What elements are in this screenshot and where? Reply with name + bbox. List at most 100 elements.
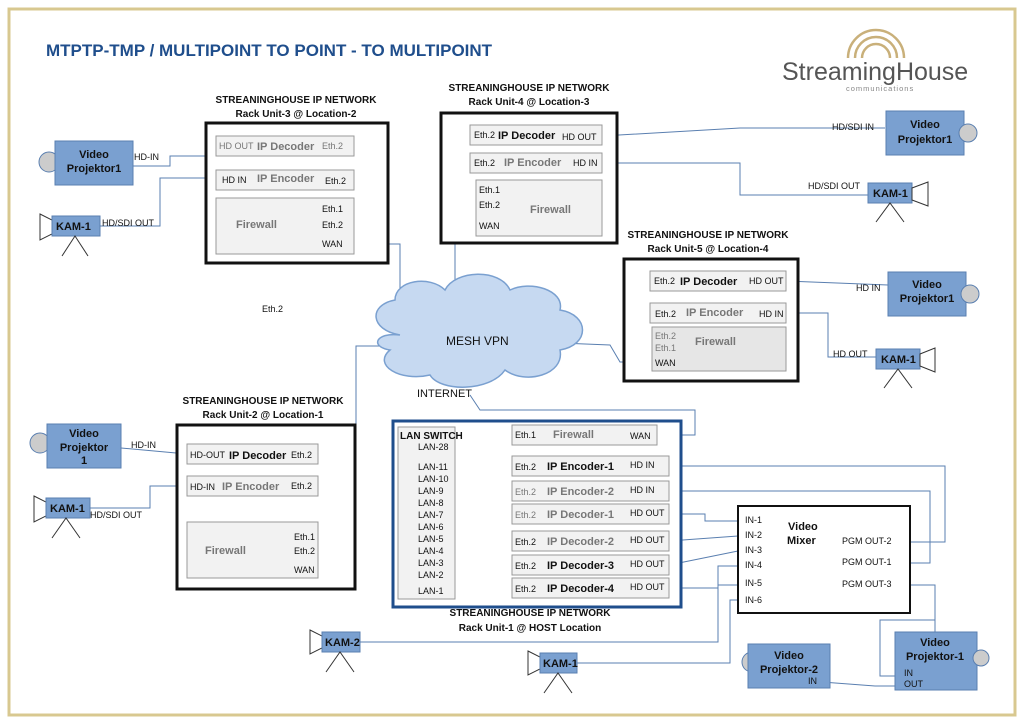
rack5-fw-label: Firewall xyxy=(695,336,736,348)
rack4-ip-encoder xyxy=(469,152,603,174)
mixer-input-label: IN-5 xyxy=(745,578,762,588)
rack1-firewall xyxy=(511,424,658,446)
rack2-enc-label: IP Encoder xyxy=(222,481,280,493)
projector-body xyxy=(885,110,965,156)
rack1-module-name: IP Decoder-3 xyxy=(547,560,614,572)
kam-r2-label: KAM-1 xyxy=(50,503,85,515)
rack5-dec-label: IP Decoder xyxy=(680,276,738,288)
rack1-module xyxy=(511,480,670,502)
mesh-vpn-cloud: MESH VPN INTERNET xyxy=(375,273,584,400)
proj-r2-port-label: HD-IN xyxy=(131,440,156,450)
kam2-label: KAM-2 xyxy=(325,637,360,649)
rack3-ip-encoder xyxy=(215,169,355,191)
lan-port-label: LAN-2 xyxy=(418,570,444,580)
video-projektor-2: Video Projektor-2 IN xyxy=(741,643,831,689)
rack3-wan: WAN xyxy=(322,239,343,249)
projector-lens-icon xyxy=(972,649,990,667)
proj2-line1: Video xyxy=(774,650,804,662)
rack3-enc-eth: Eth.2 xyxy=(325,176,346,186)
rack4-enc-eth: Eth.2 xyxy=(474,158,495,168)
rack1-module-eth: Eth.2 xyxy=(515,584,536,594)
rack1-module xyxy=(511,503,670,525)
lan-port-label: LAN-6 xyxy=(418,522,444,532)
rack5-ip-encoder xyxy=(649,302,787,324)
rack-unit-1: LAN SWITCH LAN-28LAN-11LAN-10LAN-9LAN-8L… xyxy=(391,419,683,634)
kam-r5-port-label: HD OUT xyxy=(833,349,868,359)
rack1-module-port: HD IN xyxy=(630,485,655,495)
tripod-icon xyxy=(61,235,89,257)
rack5-enc-label: IP Encoder xyxy=(686,307,744,319)
rack3-heading: STREANINGHOUSE IP NETWORK xyxy=(216,95,378,106)
rack3-enc-port: HD IN xyxy=(222,175,247,185)
projector-body xyxy=(887,271,967,317)
rack3-dec-port: HD OUT xyxy=(219,141,254,151)
mixer-input-label: IN-4 xyxy=(745,560,762,570)
kam-r4-label: KAM-1 xyxy=(873,188,908,200)
video-projektor-r5: Video Projektor1 xyxy=(887,271,980,317)
video-projektor-r4: Video Projektor1 xyxy=(885,110,978,156)
proj1-out-port: OUT xyxy=(904,679,924,689)
rack1-module-eth: Eth.2 xyxy=(515,561,536,571)
mixer-frame xyxy=(737,505,911,614)
mixer-title-2: Mixer xyxy=(787,535,816,547)
video-projektor-1: Video Projektor-1 IN OUT xyxy=(894,631,990,691)
rack5-heading: STREANINGHOUSE IP NETWORK xyxy=(628,230,790,241)
rack-unit-4: STREANINGHOUSE IP NETWORK Rack Unit-4 @ … xyxy=(439,83,619,245)
tripod-icon xyxy=(51,517,81,539)
lan-port-label: LAN-1 xyxy=(418,586,444,596)
rack-unit-3: STREANINGHOUSE IP NETWORK Rack Unit-3 @ … xyxy=(204,95,390,265)
rack4-fw-eth2: Eth.2 xyxy=(479,200,500,210)
video-mixer: Video Mixer IN-1IN-2IN-3IN-4IN-5IN-6 PGM… xyxy=(737,505,911,614)
kam-r5-label: KAM-1 xyxy=(881,354,916,366)
projector-lens-icon xyxy=(960,284,980,304)
proj-r5-line1: Video xyxy=(912,279,942,291)
lan-port-label: LAN-28 xyxy=(418,442,449,452)
rack1-module-name: IP Encoder-2 xyxy=(547,486,614,498)
rack1-module-port: HD OUT xyxy=(630,508,665,518)
mixer-input-label: IN-2 xyxy=(745,530,762,540)
lan-port-label: LAN-5 xyxy=(418,534,444,544)
lan-port-label: LAN-7 xyxy=(418,510,444,520)
mixer-output-label: PGM OUT-1 xyxy=(842,557,892,567)
camera-body xyxy=(51,215,101,237)
lan-port-label: LAN-4 xyxy=(418,546,444,556)
logo-name: StreamingHouse xyxy=(782,58,968,86)
mixer-output-label: PGM OUT-2 xyxy=(842,536,892,546)
signal-waves-icon xyxy=(846,28,906,59)
rack4-ip-decoder xyxy=(469,124,603,146)
rack4-firewall xyxy=(475,179,603,237)
rack1-module-port: HD OUT xyxy=(630,535,665,545)
camera-kam-r5: KAM-1 xyxy=(875,347,936,389)
proj-r5-port-label: HD IN xyxy=(856,283,881,293)
rack4-enc-port: HD IN xyxy=(573,158,598,168)
rack2-dec-port: HD-OUT xyxy=(190,450,225,460)
video-projektor-r2: Video Projektor 1 xyxy=(29,423,122,469)
rack5-dec-eth: Eth.2 xyxy=(654,276,675,286)
camera-body xyxy=(321,631,361,653)
projector-body xyxy=(894,631,978,691)
proj2-line2: Projektor-2 xyxy=(760,664,818,676)
rack5-firewall xyxy=(651,326,787,372)
rack5-location: Rack Unit-5 @ Location-4 xyxy=(648,244,769,255)
rack2-location: Rack Unit-2 @ Location-1 xyxy=(203,410,324,421)
streaminghouse-logo: StreamingHouse communications xyxy=(782,28,968,93)
rack5-fw-eth1: Eth.1 xyxy=(655,343,676,353)
rack3-location: Rack Unit-3 @ Location-2 xyxy=(236,109,357,120)
projector-body xyxy=(54,140,134,186)
camera-body xyxy=(45,497,91,519)
kam1-host-label: KAM-1 xyxy=(543,658,578,670)
rack2-fw-eth2: Eth.2 xyxy=(294,546,315,556)
rack1-module-eth: Eth.2 xyxy=(515,462,536,472)
lan-port-label: LAN-8 xyxy=(418,498,444,508)
internet-label: INTERNET xyxy=(417,388,472,400)
rack2-dec-label: IP Decoder xyxy=(229,450,287,462)
kam-r2-port-label: HD/SDI OUT xyxy=(90,510,143,520)
camera-kam-r2: KAM-1 xyxy=(33,495,91,539)
mixer-input-label: IN-3 xyxy=(745,545,762,555)
kam-r3-port-label: HD/SDI OUT xyxy=(102,218,155,228)
rack4-dec-label: IP Decoder xyxy=(498,130,556,142)
projector-body xyxy=(747,643,831,689)
rack1-module-port: HD OUT xyxy=(630,582,665,592)
